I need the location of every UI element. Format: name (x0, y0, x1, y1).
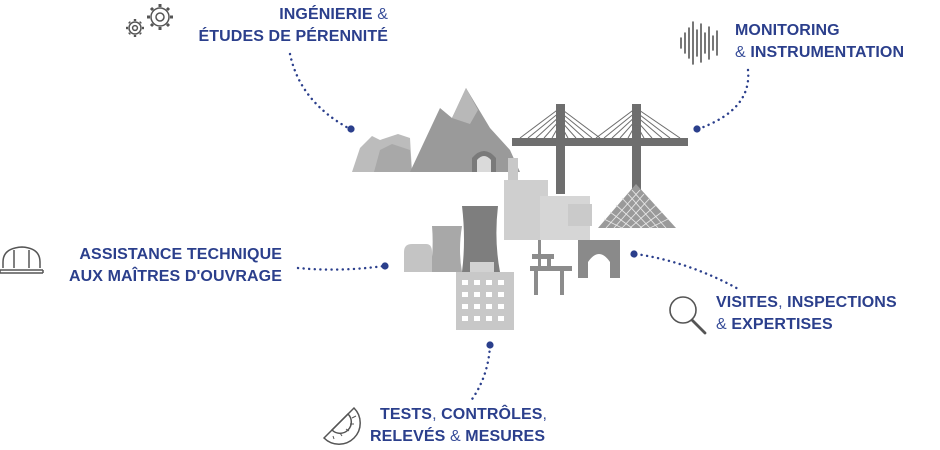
arch-structure (578, 240, 620, 278)
hard-hat-icon (0, 246, 44, 274)
tests-title-b: CONTRÔLES (441, 406, 543, 423)
label-monitoring: MONITORING & INSTRUMENTATION (735, 20, 904, 64)
waveform-icon (680, 21, 718, 65)
tests-subtitle-b: MESURES (465, 428, 546, 445)
offshore-platform (530, 240, 572, 295)
connector-end-dots (347, 125, 701, 349)
monitoring-title: MONITORING (735, 22, 840, 39)
label-tests: TESTS, CONTRÔLES, RELEVÉS & MESURES (370, 404, 547, 448)
visits-subtitle: EXPERTISES (731, 316, 833, 333)
infrastructure-illustration (352, 88, 688, 330)
visits-sep: , (778, 294, 783, 311)
label-visits: VISITES, INSPECTIONS & EXPERTISES (716, 292, 897, 336)
magnifier-icon (669, 296, 707, 335)
cooling-towers (404, 206, 500, 272)
connector-tests (468, 344, 492, 404)
tests-sep: , (432, 406, 437, 423)
connector-assistance (296, 264, 386, 271)
engineering-title: INGÉNIERIE (279, 6, 373, 23)
connector-monitoring (696, 68, 750, 131)
tests-end: , (542, 406, 548, 423)
assistance-subtitle: AUX MAÎTRES D'OUVRAGE (68, 268, 282, 285)
label-assistance: ASSISTANCE TECHNIQUE AUX MAÎTRES D'OUVRA… (69, 244, 282, 288)
industrial-plant (504, 158, 592, 240)
protractor-icon (322, 406, 361, 445)
gears-icon (126, 4, 173, 37)
mountain (410, 88, 520, 172)
monitoring-amp: & (735, 44, 746, 61)
connectors (288, 52, 750, 404)
label-engineering: INGÉNIERIE & ÉTUDES DE PÉRENNITÉ (199, 4, 389, 48)
visits-title-a: VISITES (716, 294, 779, 311)
visits-amp: & (716, 316, 727, 333)
tests-amp: & (449, 428, 461, 445)
tests-title-a: TESTS (380, 406, 433, 423)
engineering-subtitle: ÉTUDES DE PÉRENNITÉ (198, 28, 388, 45)
tests-subtitle-a: RELEVÉS (370, 428, 446, 445)
cable-stayed-bridge (512, 104, 688, 194)
visits-title-b: INSPECTIONS (787, 294, 897, 311)
connector-engineering (288, 52, 352, 131)
glass-pyramid (598, 184, 676, 229)
monitoring-subtitle: INSTRUMENTATION (750, 44, 905, 61)
engineering-amp: & (377, 6, 388, 23)
office-building (456, 262, 514, 330)
connector-visits (634, 252, 742, 292)
assistance-title: ASSISTANCE TECHNIQUE (79, 246, 282, 263)
